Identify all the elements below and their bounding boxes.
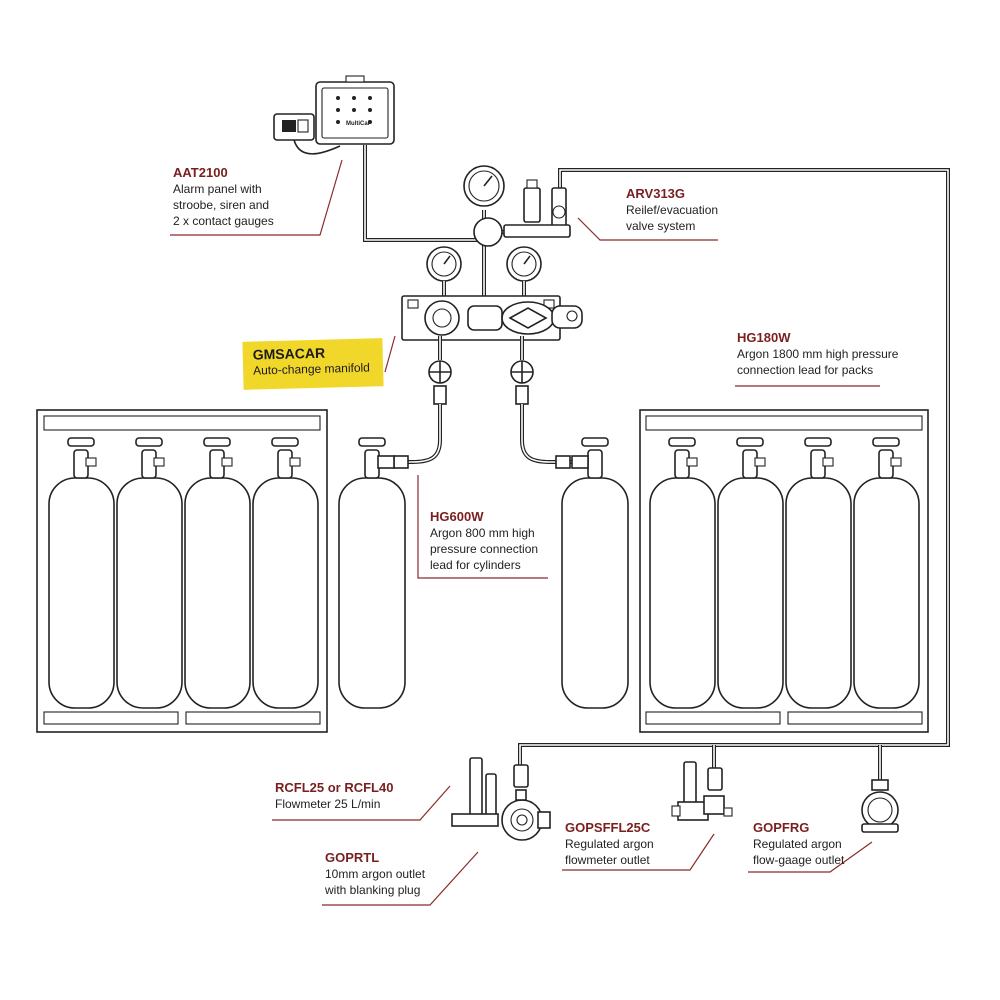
- label-hg180w: HG180W Argon 1800 mm high pressure conne…: [737, 330, 898, 378]
- cylinder-single-left: [338, 437, 406, 709]
- connection-hoses: [380, 404, 590, 469]
- label-gmsacar: GMSACAR Auto-change manifold: [242, 338, 384, 390]
- pack-right-cylinder-1: [649, 437, 716, 709]
- label-hg600w-desc: Argon 800 mm high pressure connection le…: [430, 526, 539, 572]
- label-rcfl: RCFL25 or RCFL40 Flowmeter 25 L/min: [275, 780, 393, 812]
- pack-left-cylinder-4: [252, 437, 319, 709]
- manifold: [401, 165, 583, 405]
- pack-left-cylinder-1: [48, 437, 115, 709]
- alarm-panel-brand: MultiCal: [346, 121, 370, 127]
- pack-right-cylinder-4: [853, 437, 920, 709]
- label-gopfrg-desc: Regulated argon flow-gaage outlet: [753, 837, 845, 867]
- label-gopfrg: GOPFRG Regulated argon flow-gaage outlet: [753, 820, 844, 868]
- flowmeter-outlet-rcfl: [451, 757, 551, 841]
- pack-right-cylinder-2: [717, 437, 784, 709]
- pack-left-cylinder-3: [184, 437, 251, 709]
- flow-gauge-outlet-gopfrg: [861, 779, 899, 833]
- pack-left-cylinder-2: [116, 437, 183, 709]
- label-gopsffl25c: GOPSFFL25C Regulated argon flowmeter out…: [565, 820, 654, 868]
- alarm-panel: MultiCal: [273, 75, 395, 155]
- label-aat2100-desc: Alarm panel with stroobe, siren and 2 x …: [173, 182, 274, 228]
- label-aat2100: AAT2100 Alarm panel with stroobe, siren …: [173, 165, 274, 229]
- label-goprtl-desc: 10mm argon outlet with blanking plug: [325, 867, 426, 897]
- label-gopfrg-code: GOPFRG: [753, 820, 810, 835]
- label-hg600w-code: HG600W: [430, 509, 484, 524]
- label-goprtl-code: GOPRTL: [325, 850, 380, 865]
- label-arv313g: ARV313G Reilef/evacuation valve system: [626, 186, 718, 234]
- label-rcfl-desc: Flowmeter 25 L/min: [275, 797, 381, 811]
- cylinder-single-right: [561, 437, 629, 709]
- label-hg180w-code: HG180W: [737, 330, 791, 345]
- label-hg600w: HG600W Argon 800 mm high pressure connec…: [430, 509, 538, 573]
- label-gopsffl25c-code: GOPSFFL25C: [565, 820, 651, 835]
- label-hg180w-desc: Argon 1800 mm high pressure connection l…: [737, 347, 899, 377]
- label-gopsffl25c-desc: Regulated argon flowmeter outlet: [565, 837, 654, 867]
- cylinder-pack-right: [639, 409, 929, 733]
- label-goprtl: GOPRTL 10mm argon outlet with blanking p…: [325, 850, 425, 898]
- label-arv313g-code: ARV313G: [626, 186, 686, 201]
- label-arv313g-desc: Reilef/evacuation valve system: [626, 203, 719, 233]
- leader-lines: [170, 159, 880, 906]
- cylinder-pack-left: [36, 409, 328, 733]
- pack-right-cylinder-3: [785, 437, 852, 709]
- relief-valve: [503, 179, 571, 238]
- label-aat2100-code: AAT2100: [173, 165, 228, 180]
- label-rcfl-code: RCFL25 or RCFL40: [275, 780, 394, 795]
- flowmeter-outlet-gopsffl25c: [671, 761, 733, 821]
- label-gmsacar-desc: Auto-change manifold: [252, 360, 371, 378]
